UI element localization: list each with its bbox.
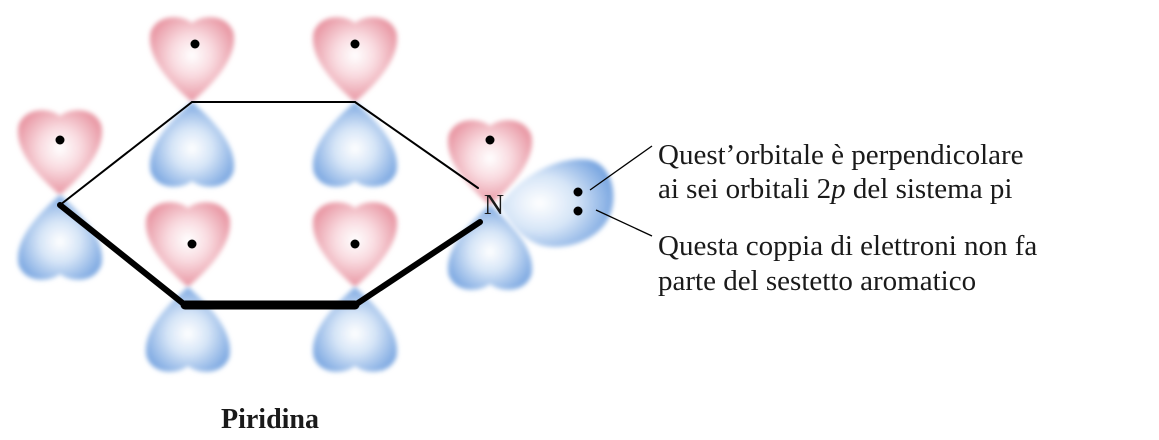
bond-bold bbox=[57, 202, 188, 308]
lone-pair-orbital bbox=[500, 159, 614, 247]
p-orbital-lower-lobe bbox=[145, 287, 231, 372]
pi-electron bbox=[485, 135, 495, 145]
p-orbital-upper-lobe bbox=[17, 110, 103, 195]
pi-electron bbox=[55, 135, 65, 145]
pi-electron bbox=[350, 39, 360, 49]
nitrogen-label: N bbox=[484, 190, 504, 221]
bond-bold bbox=[352, 219, 483, 308]
bond-thin bbox=[354, 101, 479, 189]
pi-electron bbox=[350, 239, 360, 249]
ring-bonds bbox=[57, 101, 483, 310]
p-orbital-lower-lobe bbox=[149, 102, 235, 187]
annotation-lone-pair: Questa coppia di elettroni non fa parte … bbox=[658, 230, 1037, 297]
annotation-orbital: Quest’orbitale è perpendicolare ai sei o… bbox=[658, 139, 1024, 205]
leader-line-orbital bbox=[589, 145, 653, 191]
annotation-orbital-line-1: Quest’orbitale è perpendicolare bbox=[658, 139, 1024, 171]
bond-thin bbox=[59, 101, 193, 206]
p-orbital-lower-lobe bbox=[312, 287, 398, 372]
diagram-title: Piridina bbox=[221, 404, 319, 435]
lone-pair-electron bbox=[573, 187, 583, 197]
leader-line-lone-pair bbox=[595, 209, 653, 237]
annotation-lone-pair-line-2: parte del sestetto aromatico bbox=[658, 265, 976, 297]
pi-electron bbox=[190, 39, 200, 49]
p-orbital-upper-lobe bbox=[447, 120, 533, 205]
annotation-orbital-line-2: ai sei orbitali 2p del sistema pi bbox=[658, 173, 1012, 205]
p-orbital-upper-lobe bbox=[149, 17, 235, 103]
p-orbitals bbox=[17, 17, 614, 372]
p-orbital-lower-lobe bbox=[17, 195, 103, 280]
annotation-lone-pair-line-1: Questa coppia di elettroni non fa bbox=[658, 230, 1037, 262]
lone-pair-electron bbox=[573, 206, 583, 216]
p-orbital-upper-lobe bbox=[312, 17, 398, 103]
pi-electron bbox=[187, 239, 197, 249]
p-orbital-lower-lobe bbox=[312, 102, 398, 187]
electrons bbox=[55, 39, 583, 249]
annotation-leaders bbox=[589, 145, 653, 237]
